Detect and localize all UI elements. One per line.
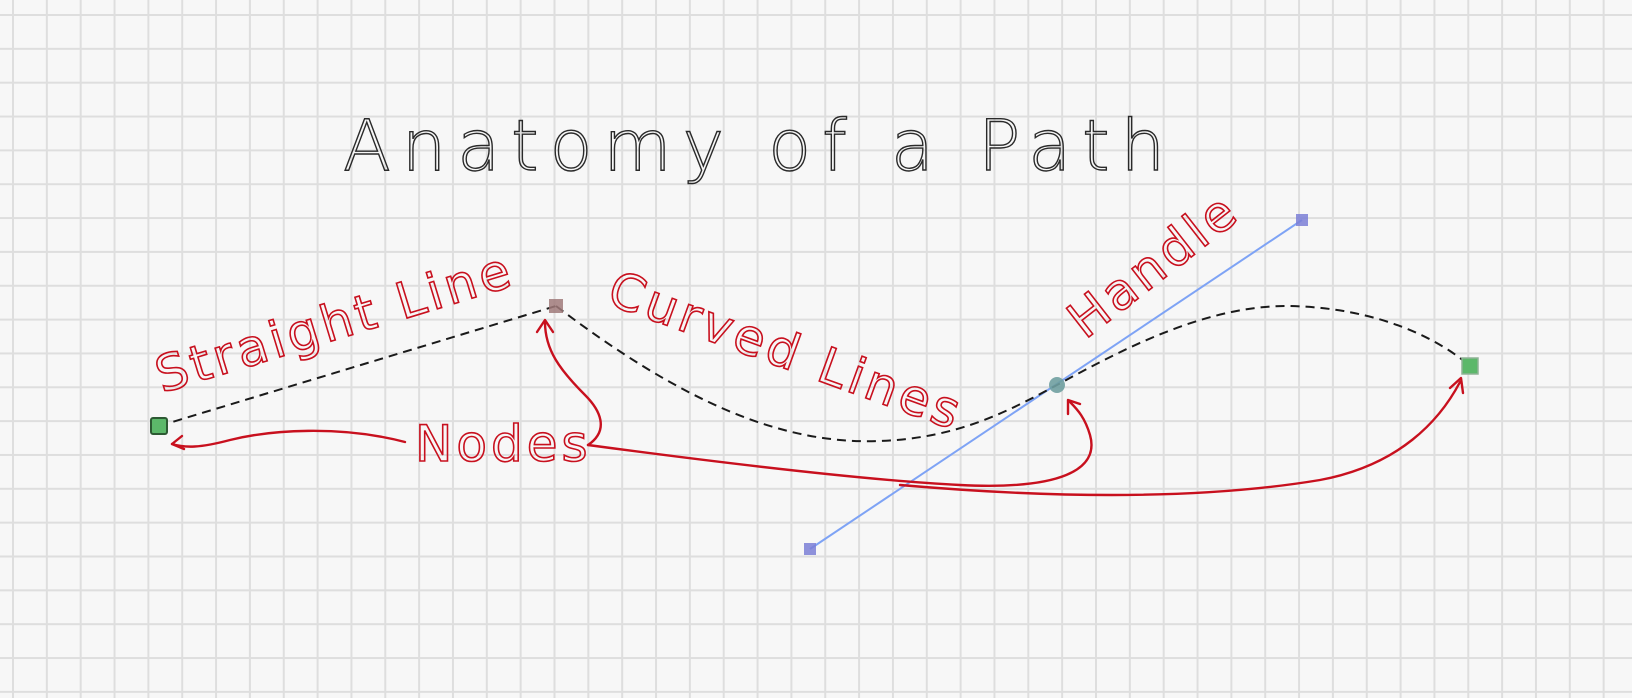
label-curved-lines: Curved Lines <box>601 260 972 442</box>
curved-segment[interactable] <box>555 304 1471 443</box>
label-handle: Handle <box>1057 180 1251 349</box>
arrow-to-corner-node <box>535 318 602 447</box>
diagram-title: Anatomy of a Path <box>343 105 1176 187</box>
corner-node[interactable] <box>549 299 563 313</box>
arrow-to-start-node <box>170 429 407 451</box>
start-node[interactable] <box>150 417 168 435</box>
label-straight-line: Straight Line <box>149 240 521 404</box>
smooth-node[interactable] <box>1049 377 1065 393</box>
handle-point-top[interactable] <box>1296 214 1308 226</box>
straight-segment[interactable] <box>158 305 557 427</box>
label-nodes: Nodes <box>415 415 592 473</box>
end-node[interactable] <box>1461 357 1479 375</box>
arrow-to-smooth-node <box>586 398 1093 487</box>
arrow-to-end-node <box>898 376 1465 497</box>
handle-point-bottom[interactable] <box>804 543 816 555</box>
